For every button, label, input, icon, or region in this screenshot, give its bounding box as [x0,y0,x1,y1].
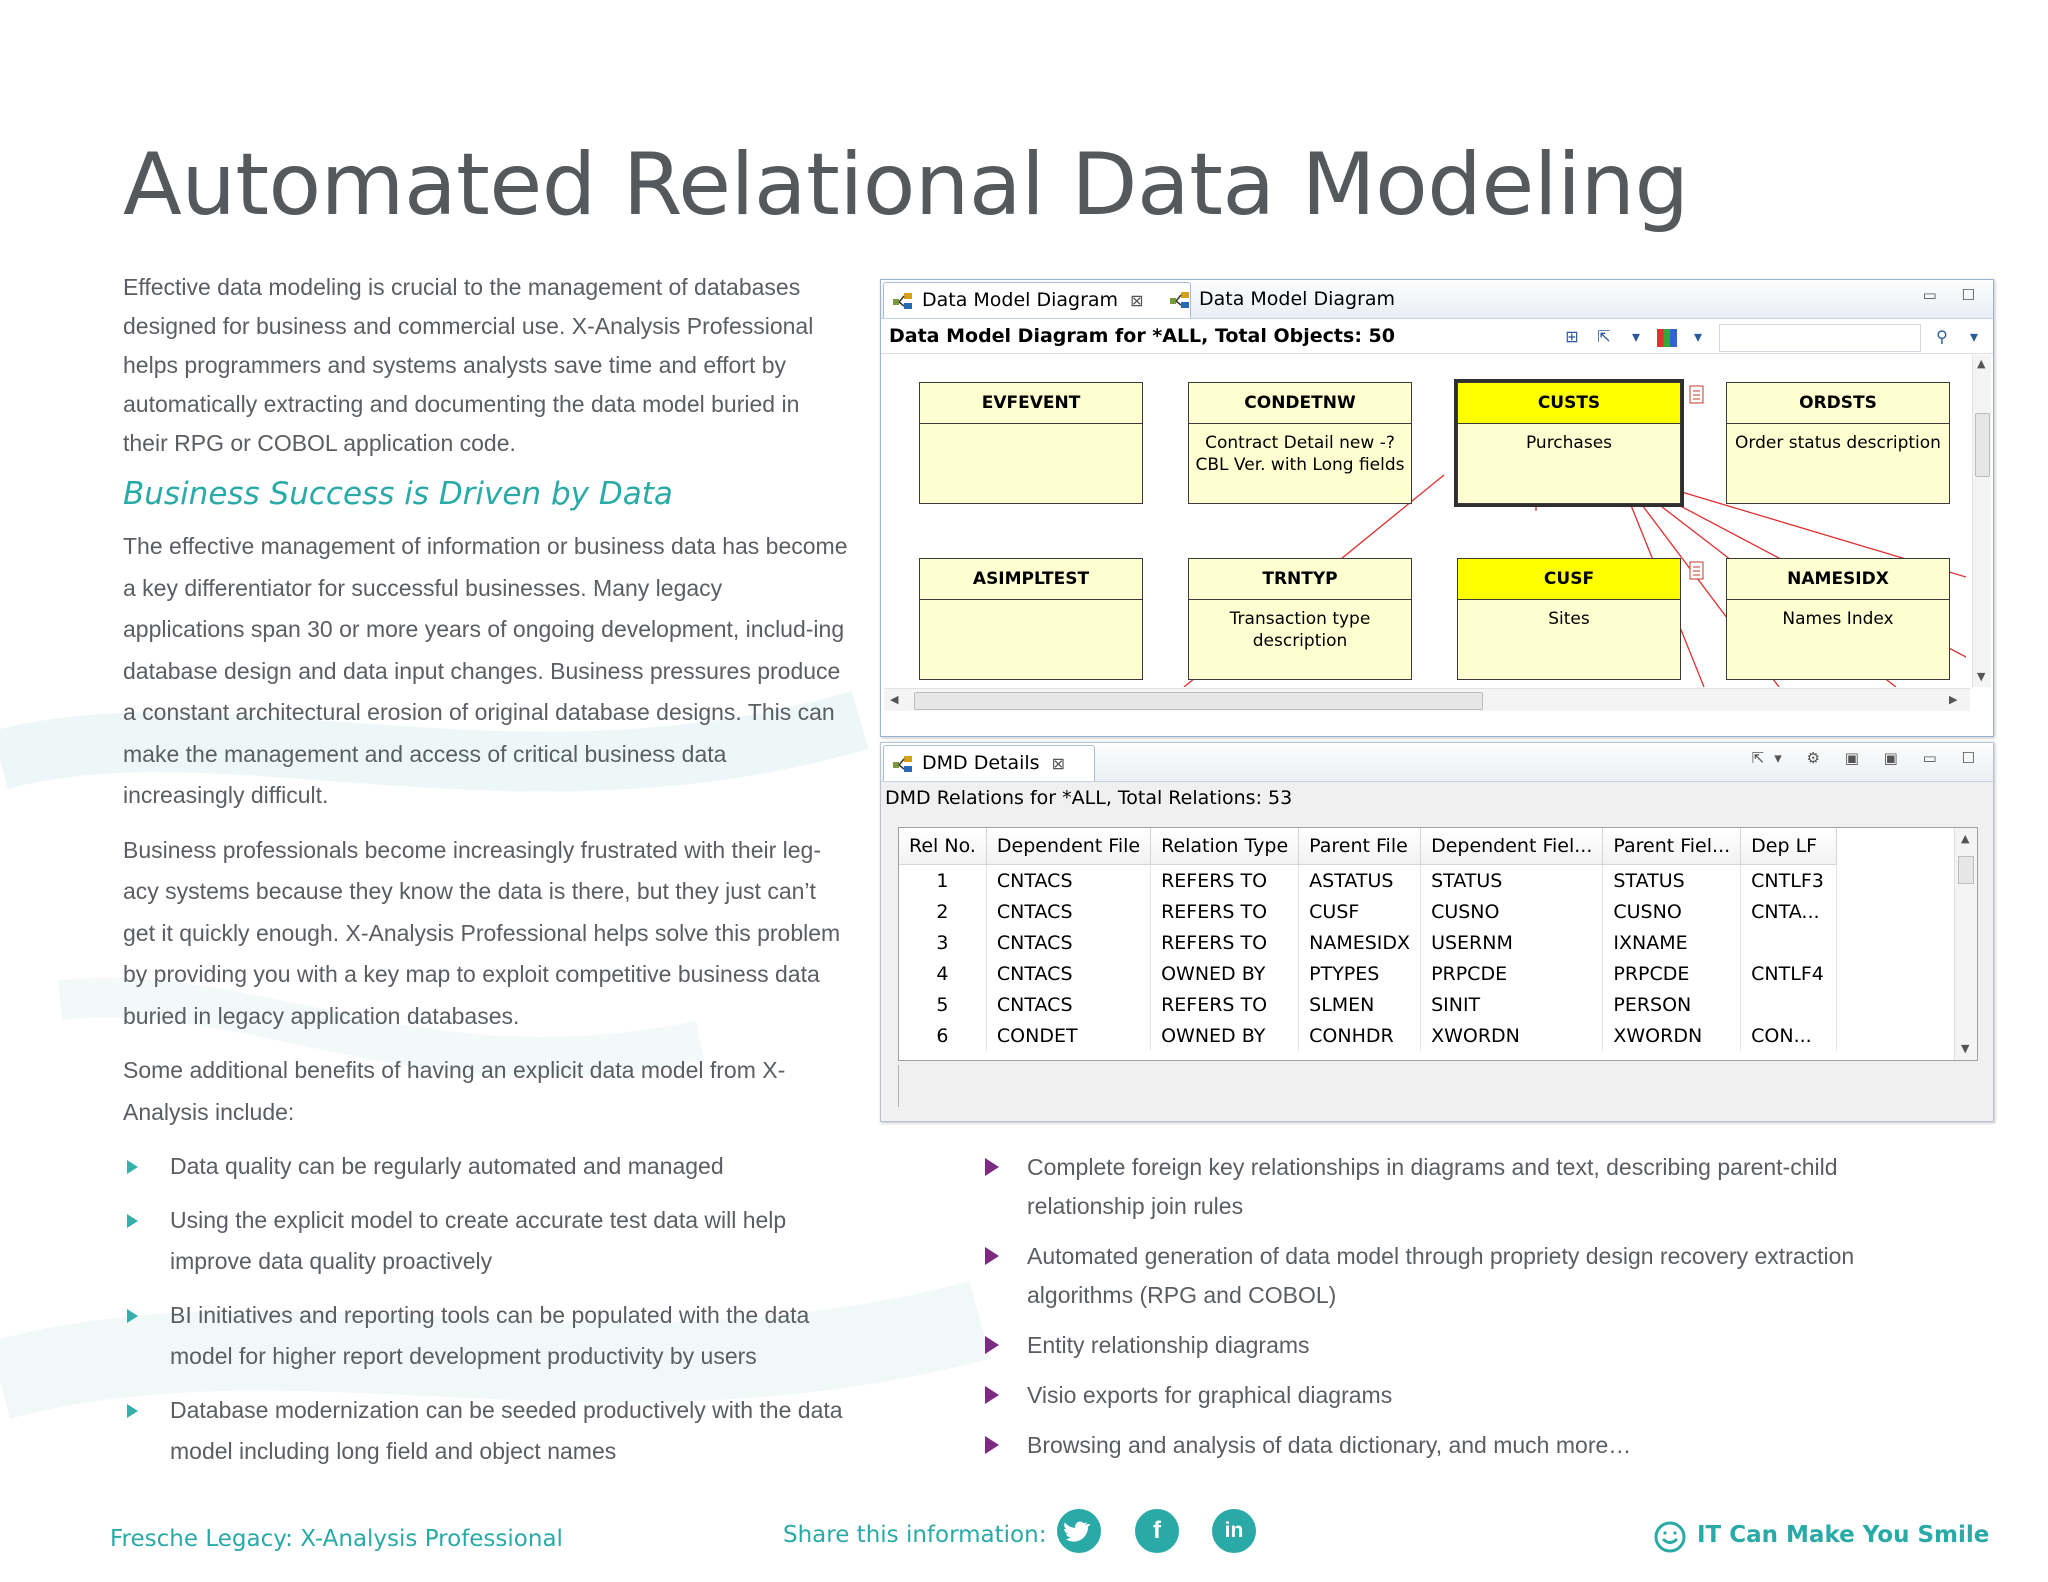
column-header[interactable]: Relation Type [1150,828,1300,865]
color-icon[interactable] [1657,329,1677,347]
bullet-arrow-icon [127,1403,138,1418]
diagram-icon [893,756,912,772]
body-paragraph-3: Some additional benefits of having an ex… [123,1057,786,1125]
dropdown-icon[interactable]: ▾ [1693,327,1703,346]
column-header[interactable]: Dependent Fiel... [1420,828,1604,865]
intro-paragraph: Effective data modeling is crucial to th… [123,274,814,456]
relations-table: Rel No. Dependent File Relation Type Par… [899,828,1838,1051]
binoculars-icon[interactable]: ⚲ [1936,327,1948,346]
left-bullet-list: Data quality can be regularly automated … [123,1146,848,1473]
bullet-arrow-icon [985,1158,999,1176]
bullet-arrow-icon [985,1336,999,1354]
close-icon[interactable]: ⊠ [1051,754,1065,773]
smile-icon [1654,1521,1686,1553]
right-bullet: Browsing and analysis of data dictionary… [985,1426,1945,1465]
tab-data-model-diagram-2[interactable]: Data Model Diagram [1161,282,1429,317]
page-title: Automated Relational Data Modeling [123,135,1689,235]
footer-product-name: Fresche Legacy: X-Analysis Professional [110,1526,563,1552]
column-header[interactable]: Parent File [1298,828,1422,865]
entity-box[interactable]: ASIMPLTEST [919,558,1143,680]
bullet-arrow-icon [985,1386,999,1404]
document-icon [1689,561,1704,580]
layout-icon[interactable]: ⊞ [1565,327,1579,346]
column-header[interactable]: Dependent File [986,828,1152,865]
subheading: Business Success is Driven by Data [123,476,673,512]
table-header-row: Rel No. Dependent File Relation Type Par… [899,828,1838,865]
tab-dmd-details[interactable]: DMD Details⊠ [883,745,1095,781]
right-bullet: Automated generation of data model throu… [985,1237,1945,1315]
export-icon[interactable]: ⇱ [1597,327,1611,346]
bullet-arrow-icon [127,1308,138,1323]
bullet-arrow-icon [127,1213,138,1228]
search-input[interactable] [1719,324,1921,352]
left-column: Effective data modeling is crucial to th… [123,268,848,1485]
twitter-icon[interactable] [1057,1509,1101,1553]
diagram-vertical-scrollbar[interactable]: ▲ ▼ [1972,355,1991,687]
diagram-icon [893,293,912,309]
window-controls[interactable]: ▭ ☐ [1922,286,1985,304]
dropdown-icon[interactable]: ▾ [1969,327,1979,346]
bullet-arrow-icon [985,1436,999,1454]
diagram-header: Data Model Diagram for *ALL, Total Objec… [889,325,1395,347]
table-vertical-scrollbar[interactable]: ▲ ▼ [1954,828,1977,1060]
bullet-arrow-icon [985,1247,999,1265]
left-bullet: BI initiatives and reporting tools can b… [123,1295,848,1378]
body-paragraph-2: Business professionals become increasing… [123,836,841,1029]
right-column: Complete foreign key relationships in di… [985,1148,1945,1476]
diagram-icon [1170,292,1189,308]
facebook-icon[interactable]: f [1135,1509,1179,1553]
dropdown-icon[interactable]: ▾ [1631,327,1641,346]
share-label: Share this information: [783,1522,1047,1548]
right-bullet: Complete foreign key relationships in di… [985,1148,1945,1226]
tab-data-model-diagram-1[interactable]: Data Model Diagram⊠ [883,282,1191,318]
document-icon [1689,385,1704,404]
left-bullet: Using the explicit model to create accur… [123,1200,848,1283]
column-header[interactable]: Rel No. [899,828,987,865]
left-bullet: Data quality can be regularly automated … [123,1146,848,1188]
linkedin-icon[interactable]: in [1212,1509,1256,1553]
footer [0,1492,2048,1582]
right-bullet: Visio exports for graphical diagrams [985,1376,1945,1415]
right-bullet: Entity relationship diagrams [985,1326,1945,1365]
diagram-tabbar: Data Model Diagram⊠ Data Model Diagram ▭… [881,280,1993,319]
diagram-toolbar: ⊞ ⇱ ▾ ▾ ⚲ ▾ [1561,324,1985,352]
diagram-pane: Data Model Diagram⊠ Data Model Diagram ▭… [880,279,1994,737]
details-pane: DMD Details⊠ ⇱▾ ⚙ ▣ ▣ ▭ ☐ DMD Relations … [880,742,1994,1122]
relations-table-container: Rel No. Dependent File Relation Type Par… [898,827,1978,1061]
entity-box[interactable]: EVFEVENT [919,382,1143,504]
body-paragraph-1: The effective management of information … [123,533,848,808]
column-header[interactable]: Parent Fiel... [1602,828,1742,865]
diagram-header-bar: Data Model Diagram for *ALL, Total Objec… [881,319,1993,354]
close-icon[interactable]: ⊠ [1130,291,1144,310]
column-header[interactable]: Dep LF [1740,828,1838,865]
details-status-area [898,1065,1977,1107]
left-bullet: Database modernization can be seeded pro… [123,1390,848,1473]
details-tabbar: DMD Details⊠ ⇱▾ ⚙ ▣ ▣ ▭ ☐ [881,743,1993,782]
bullet-arrow-icon [127,1160,138,1174]
diagram-horizontal-scrollbar[interactable]: ◀ ▶ [884,688,1970,711]
right-bullet-list: Complete foreign key relationships in di… [985,1148,1945,1465]
footer-tagline: IT Can Make You Smile [1697,1522,1990,1548]
details-toolbar[interactable]: ⇱▾ ⚙ ▣ ▣ ▭ ☐ [1751,749,1985,767]
details-header: DMD Relations for *ALL, Total Relations:… [885,787,1293,809]
